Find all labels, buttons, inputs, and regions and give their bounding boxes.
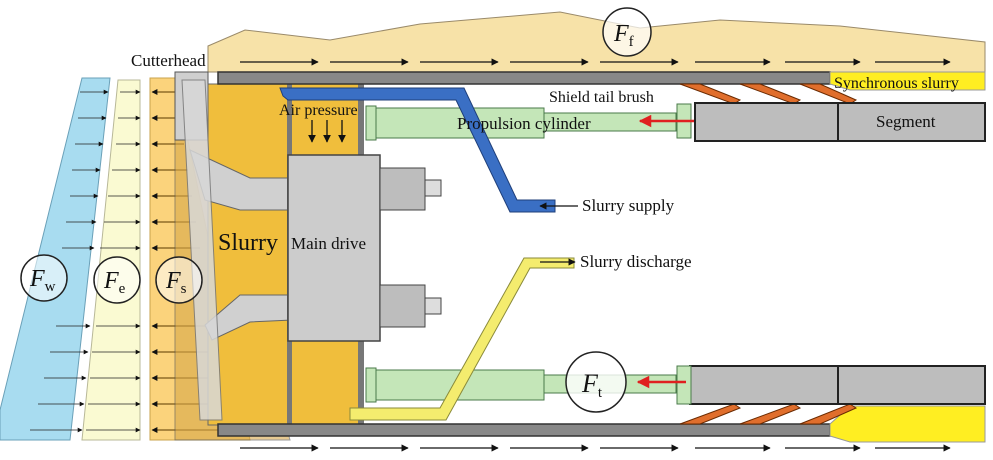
air-pressure-arrows: [308, 120, 346, 143]
label-synchronous-slurry: Synchronous slurry: [834, 75, 959, 92]
force-ff-label: Ff: [613, 21, 634, 50]
label-shield-tail-brush: Shield tail brush: [549, 89, 654, 106]
label-air-pressure: Air pressure: [279, 102, 358, 119]
shield-skin-top: [217, 71, 831, 85]
segment-top-left: [694, 102, 839, 142]
propulsion-cylinder-bottom-cap: [365, 367, 377, 403]
force-ff-circle: [602, 7, 652, 57]
label-slurry: Slurry: [218, 230, 278, 256]
cutterhead-spoke: [181, 79, 223, 421]
force-fw-label: Fw: [29, 266, 56, 295]
propulsion-cylinder-top-cap: [365, 105, 377, 141]
segment-top-right: [837, 102, 986, 142]
label-main-drive: Main drive: [291, 234, 366, 253]
force-fe-label: Fe: [103, 268, 126, 297]
sync-slurry-top: [829, 71, 986, 91]
pressure-tick-arrows: [30, 89, 141, 433]
main-drive-body: [287, 154, 381, 342]
label-segment: Segment: [876, 112, 936, 131]
soil-layer-top: [207, 11, 986, 73]
propulsion-cylinder-bottom-shoe: [676, 365, 692, 405]
label-slurry-supply: Slurry supply: [582, 196, 675, 215]
shield-tail-brushes-bottom: [679, 403, 858, 425]
force-ft-circle: [565, 351, 627, 413]
force-fs-label: Fs: [165, 268, 187, 297]
main-drive-motor-bottom: [379, 284, 426, 328]
shield-tail-brushes-top: [679, 83, 858, 105]
force-fs-circle: [155, 256, 203, 304]
sync-slurry-bottom: [829, 405, 986, 443]
segment-bottom-left: [689, 365, 839, 405]
main-drive-shaft-top: [424, 179, 442, 197]
shield-skin-bottom: [217, 423, 831, 437]
label-slurry-discharge: Slurry discharge: [580, 252, 692, 271]
main-drive-shaft-bottom: [424, 297, 442, 315]
label-propulsion-cylinder: Propulsion cylinder: [457, 114, 591, 133]
force-fe-circle: [93, 256, 141, 304]
segment-bottom-right: [837, 365, 986, 405]
main-drive-motor-top: [379, 167, 426, 211]
force-fw-circle: [20, 254, 68, 302]
label-cutterhead: Cutterhead: [131, 51, 206, 70]
slurry-discharge-pipe: [349, 257, 575, 421]
force-ft-label: Ft: [581, 369, 603, 401]
